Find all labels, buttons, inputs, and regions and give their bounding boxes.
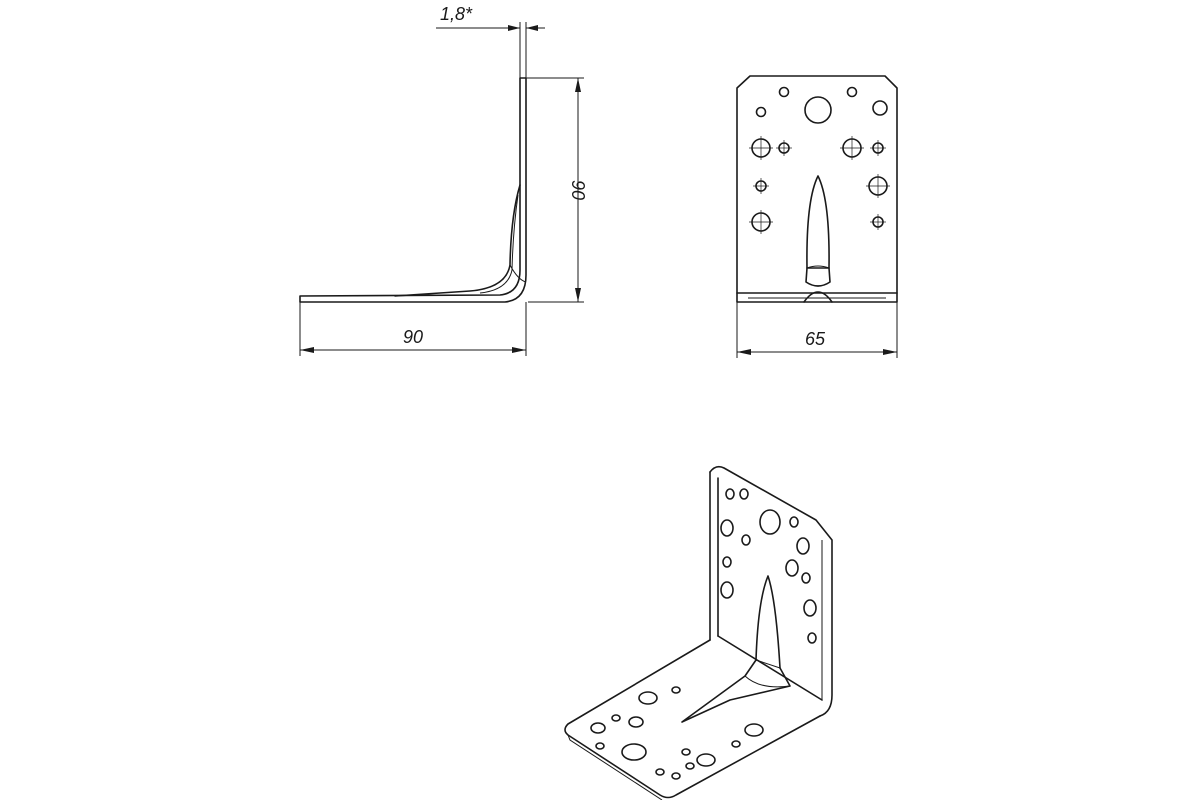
side-width-label: 90	[403, 327, 423, 347]
side-view-rib	[394, 184, 521, 297]
thickness-dimension: 1,8*	[436, 4, 545, 78]
iso-vertical-holes	[720, 488, 817, 644]
front-width-label: 65	[805, 329, 826, 349]
iso-bottom-holes	[590, 686, 764, 780]
side-view-profile	[299, 77, 527, 303]
iso-vertical-plate	[709, 465, 833, 717]
front-view-holes	[749, 86, 890, 234]
iso-rib	[755, 575, 781, 669]
side-width-dimension: 90	[299, 302, 527, 356]
side-height-dimension: 90	[526, 77, 588, 303]
front-width-dimension: 65	[736, 302, 898, 358]
iso-bottom-plate	[564, 639, 821, 799]
isometric-view	[564, 465, 833, 800]
side-view: 1,8* 90 90	[299, 4, 588, 356]
front-view: 65	[736, 75, 898, 358]
front-view-rib	[806, 175, 830, 269]
thickness-label: 1,8*	[440, 4, 473, 24]
side-height-label: 90	[568, 180, 588, 200]
